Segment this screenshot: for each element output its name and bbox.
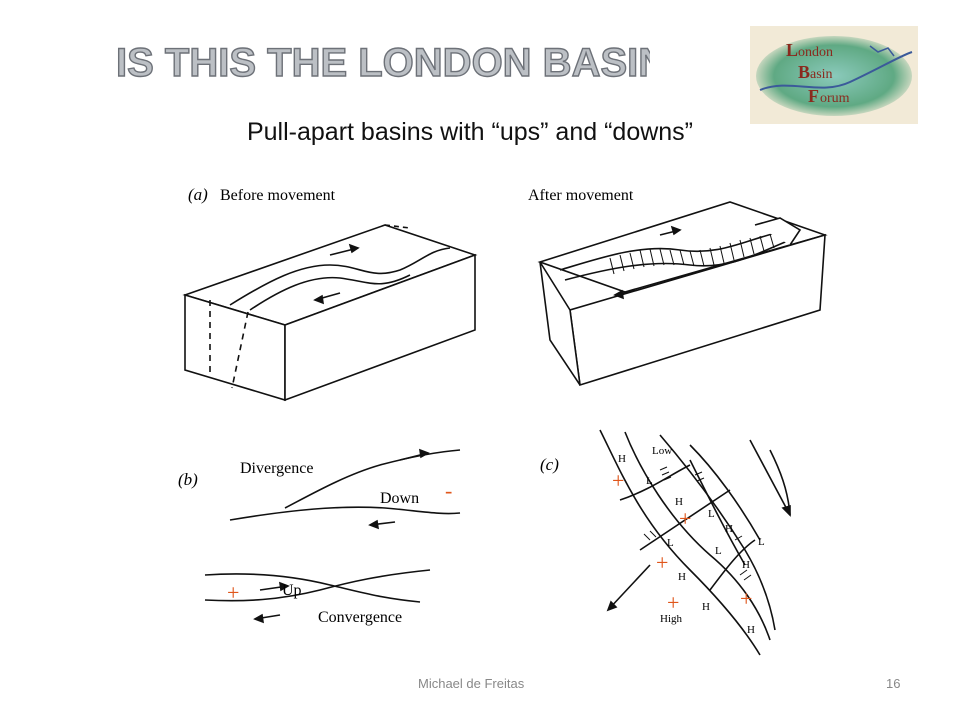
l-marker: L	[667, 537, 674, 549]
slide-title-text: IS THIS THE LONDON BASIN ?	[116, 41, 650, 85]
logo-initial-f: F	[808, 86, 819, 106]
london-basin-forum-logo: L ondon B asin F orum	[750, 26, 918, 124]
logo-line1: ondon	[798, 45, 833, 60]
strike-slip-map	[599, 429, 791, 656]
logo-map-graphic: L ondon B asin F orum	[750, 26, 918, 124]
slide-subtitle: Pull-apart basins with “ups” and “downs”	[246, 118, 694, 146]
convergence-diagram	[204, 569, 431, 624]
plus-annotation: +	[740, 586, 752, 611]
h-marker: H	[702, 601, 710, 613]
panel-c-label: (c)	[540, 455, 559, 474]
slide-title: IS THIS THE LONDON BASIN ?	[115, 40, 650, 85]
h-marker: H	[618, 453, 626, 465]
plus-annotation: +	[667, 590, 679, 615]
pull-apart-basin-figure: (a) Before movement After movement (b) D…	[178, 185, 828, 656]
logo-initial-b: B	[798, 62, 810, 82]
h-marker: H	[725, 523, 733, 535]
plus-annotation: +	[656, 550, 668, 575]
h-marker: H	[675, 496, 683, 508]
l-marker: L	[758, 536, 765, 548]
logo-initial-l: L	[786, 40, 798, 60]
l-marker: L	[708, 508, 715, 520]
before-movement-label: Before movement	[220, 187, 336, 204]
block-after-movement	[537, 201, 828, 387]
divergence-label: Divergence	[240, 460, 313, 477]
block-before-movement	[182, 224, 478, 402]
l-marker: L	[715, 545, 722, 557]
logo-line2: asin	[810, 67, 833, 82]
footer-author: Michael de Freitas	[418, 676, 525, 691]
plus-annotation: +	[679, 506, 691, 531]
down-label: Down	[380, 490, 419, 507]
page-number: 16	[886, 676, 901, 691]
h-marker: H	[678, 571, 686, 583]
logo-line3: orum	[820, 91, 850, 106]
up-label: Up	[282, 582, 302, 599]
divergence-diagram	[229, 448, 461, 530]
panel-c-markers: H H H H H H H L L L L L	[618, 453, 765, 636]
orange-annotations: - + + + + + +	[227, 468, 752, 615]
panel-b-label: (b)	[178, 470, 198, 489]
minus-annotation: -	[445, 478, 452, 503]
convergence-label: Convergence	[318, 609, 402, 626]
plus-annotation: +	[227, 580, 239, 605]
panel-a-label: (a)	[188, 185, 208, 204]
after-movement-label: After movement	[528, 187, 634, 204]
l-marker: L	[646, 475, 653, 487]
high-label: High	[660, 613, 683, 625]
h-marker: H	[747, 624, 755, 636]
h-marker: H	[742, 559, 750, 571]
plus-annotation: +	[612, 468, 624, 493]
low-label: Low	[652, 445, 672, 457]
